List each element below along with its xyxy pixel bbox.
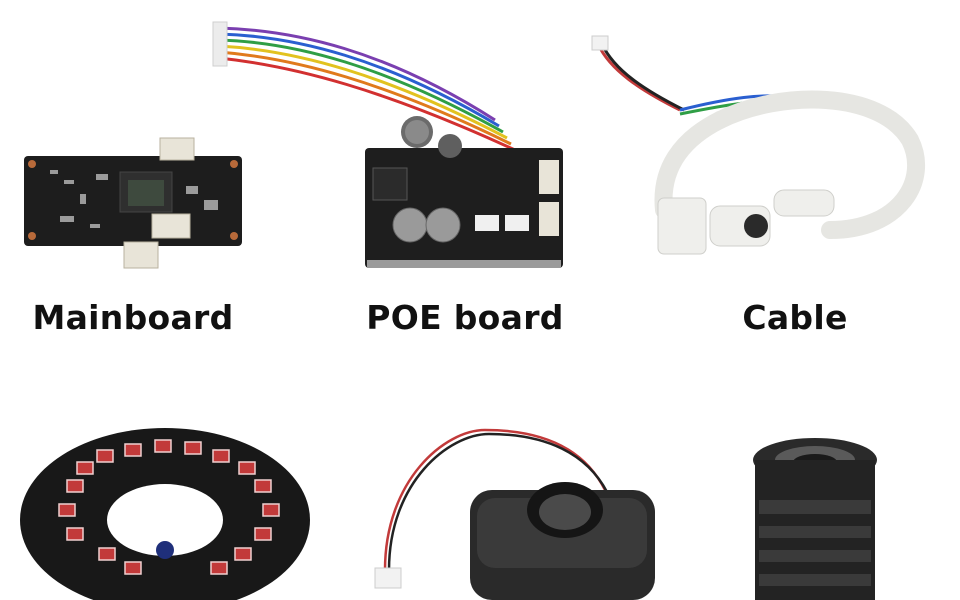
mainboard-image — [20, 130, 250, 270]
poe-board-label: POE board — [366, 298, 564, 337]
mainboard-label: Mainboard — [32, 298, 234, 337]
lens-image — [745, 430, 885, 600]
ir-led-ring-image — [15, 420, 315, 600]
lens-holder-image — [365, 420, 665, 600]
cable-label: Cable — [742, 298, 848, 337]
cable-image — [580, 30, 940, 270]
poe-board-image — [205, 10, 575, 270]
